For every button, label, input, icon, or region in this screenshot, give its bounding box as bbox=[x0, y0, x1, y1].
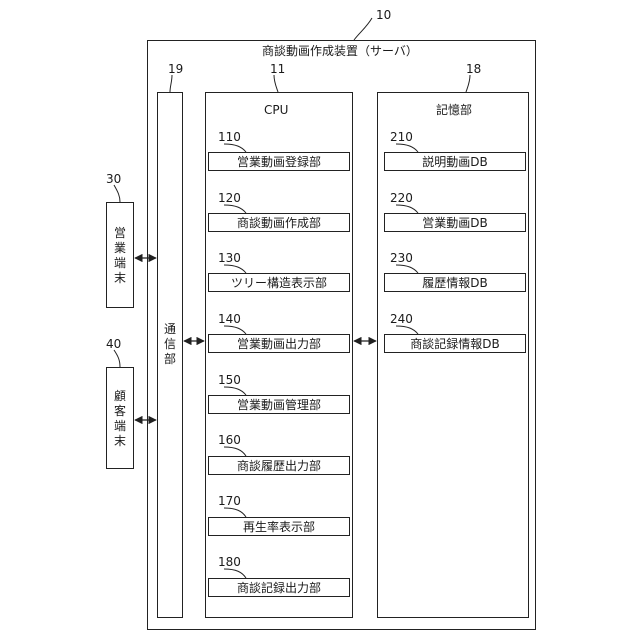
unit-ref: 160 bbox=[218, 433, 241, 447]
unit-ref: 140 bbox=[218, 312, 241, 326]
comm-label: 通 信 部 bbox=[163, 322, 177, 367]
leader-30 bbox=[114, 185, 120, 202]
server-ref: 10 bbox=[376, 8, 391, 22]
unit-ref: 150 bbox=[218, 373, 241, 387]
unit-ref: 130 bbox=[218, 251, 241, 265]
db-ref: 240 bbox=[390, 312, 413, 326]
unit-box: ツリー構造表示部 bbox=[208, 273, 350, 292]
db-ref: 210 bbox=[390, 130, 413, 144]
unit-ref: 120 bbox=[218, 191, 241, 205]
server-title: 商談動画作成装置（サーバ） bbox=[262, 44, 418, 58]
leader-10 bbox=[354, 18, 372, 40]
db-ref: 230 bbox=[390, 251, 413, 265]
unit-box: 営業動画出力部 bbox=[208, 334, 350, 353]
customer-terminal-ref: 40 bbox=[106, 337, 121, 351]
db-box: 商談記録情報DB bbox=[384, 334, 526, 353]
leader-40 bbox=[114, 350, 120, 367]
unit-box: 商談記録出力部 bbox=[208, 578, 350, 597]
unit-box: 再生率表示部 bbox=[208, 517, 350, 536]
unit-ref: 110 bbox=[218, 130, 241, 144]
db-box: 履歴情報DB bbox=[384, 273, 526, 292]
unit-box: 営業動画管理部 bbox=[208, 395, 350, 414]
db-ref: 220 bbox=[390, 191, 413, 205]
cpu-title: CPU bbox=[264, 103, 288, 117]
unit-box: 商談動画作成部 bbox=[208, 213, 350, 232]
storage-ref: 18 bbox=[466, 62, 481, 76]
sales-terminal-ref: 30 bbox=[106, 172, 121, 186]
comm-ref: 19 bbox=[168, 62, 183, 76]
customer-terminal-label: 顧 客 端 末 bbox=[113, 389, 127, 449]
unit-box: 商談履歴出力部 bbox=[208, 456, 350, 475]
db-box: 営業動画DB bbox=[384, 213, 526, 232]
unit-box: 営業動画登録部 bbox=[208, 152, 350, 171]
db-box: 説明動画DB bbox=[384, 152, 526, 171]
sales-terminal-label: 営 業 端 末 bbox=[113, 226, 127, 286]
cpu-ref: 11 bbox=[270, 62, 285, 76]
unit-ref: 180 bbox=[218, 555, 241, 569]
storage-title: 記憶部 bbox=[436, 103, 472, 117]
unit-ref: 170 bbox=[218, 494, 241, 508]
